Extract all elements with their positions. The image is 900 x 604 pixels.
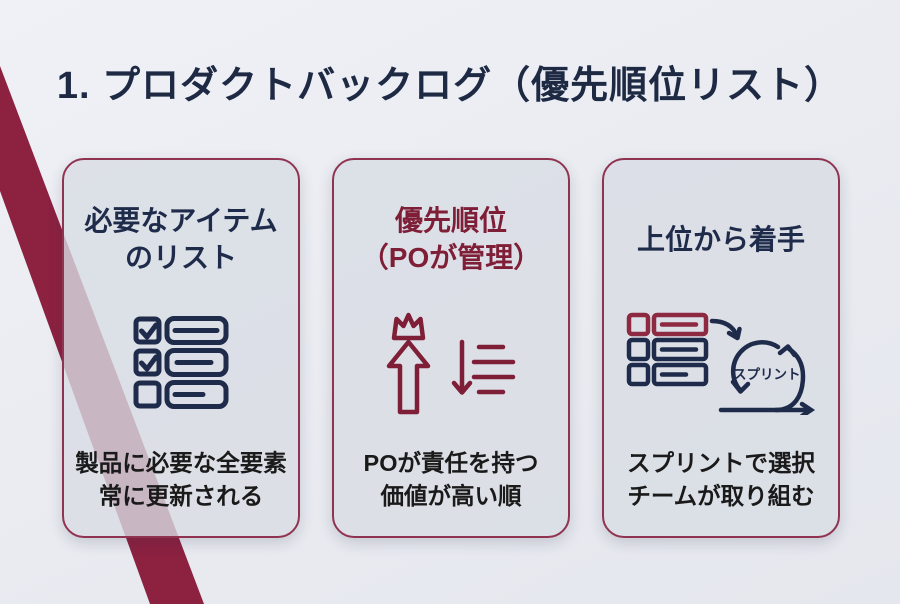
card-title-line: のリスト [124, 242, 237, 273]
card-title: 優先順位 （POが管理） [361, 198, 541, 282]
card-title-line: 上位から着手 [636, 223, 805, 255]
card-body-line: POが責任を持つ [363, 450, 539, 477]
card-title-line: 優先順位 [394, 205, 507, 237]
card-body-line: スプリントで選択 [627, 450, 815, 477]
checklist-icon [133, 312, 229, 414]
card-body-line: チームが取り組む [627, 482, 815, 509]
card-body-line: 価値が高い順 [380, 482, 522, 509]
card-title-line: （POが管理） [360, 242, 542, 273]
card-body: 製品に必要な全要素 常に更新される [75, 447, 287, 512]
crown-priority-sort-icon [385, 312, 517, 415]
card-title-line: 必要なアイテム [84, 205, 278, 237]
card-item-list: 必要なアイテム のリスト [62, 158, 300, 538]
card-body: スプリントで選択 チームが取り組む [627, 447, 815, 512]
card-start-from-top: 上位から着手 [602, 158, 840, 538]
sprint-cycle-icon: スプリント [626, 312, 816, 415]
card-title: 上位から着手 [637, 198, 805, 282]
card-title: 必要なアイテム のリスト [84, 198, 277, 282]
cards-row: 必要なアイテム のリスト [62, 158, 840, 538]
card-priority: 優先順位 （POが管理） [332, 158, 570, 538]
card-body-line: 常に更新される [98, 482, 264, 509]
sprint-label: スプリント [733, 367, 801, 382]
card-body-line: 製品に必要な全要素 [75, 450, 287, 477]
card-body: POが責任を持つ 価値が高い順 [364, 447, 539, 512]
slide-title: 1. プロダクトバックログ（優先順位リスト） [56, 65, 844, 107]
